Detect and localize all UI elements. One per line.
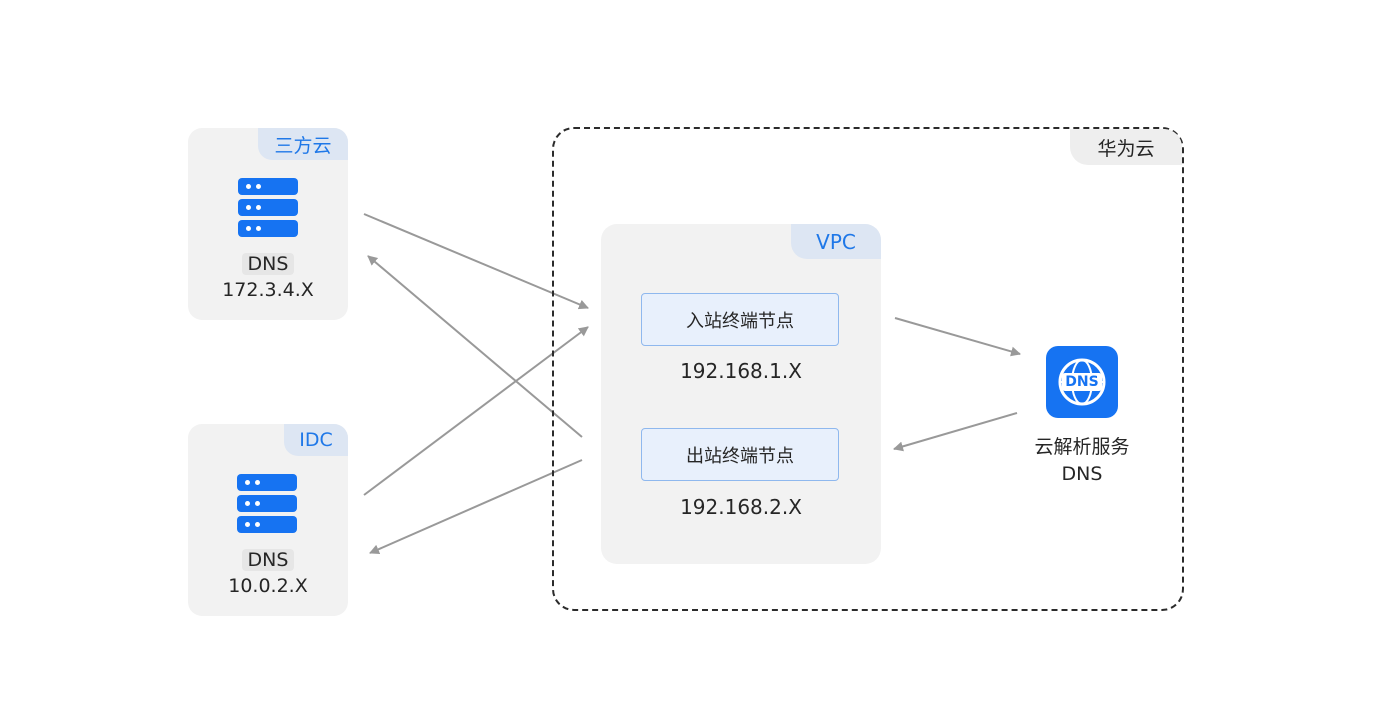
huawei-cloud-region: 华为云 — [552, 127, 1184, 611]
huawei-cloud-tag: 华为云 — [1070, 129, 1182, 165]
dns-icon-text: DNS — [1065, 374, 1099, 390]
idc-panel: IDC DNS 10.0.2.X — [188, 424, 348, 616]
inbound-endpoint-node[interactable]: 入站终端节点 — [641, 293, 839, 346]
cloud-dns-label: 云解析服务 — [1034, 436, 1130, 458]
arrow-clouddns-to-outbound — [893, 412, 1018, 452]
third-party-cloud-panel: 三方云 DNS 172.3.4.X — [188, 128, 348, 320]
arrow-thirdparty-to-inbound — [363, 213, 589, 310]
globe-svg — [1058, 358, 1106, 406]
arrow-idc-to-inbound — [363, 326, 589, 496]
third-party-cloud-tag: 三方云 — [258, 128, 348, 160]
outbound-endpoint-node[interactable]: 出站终端节点 — [641, 428, 839, 481]
inbound-endpoint-ip: 192.168.1.X — [680, 359, 802, 383]
dns-server-ip: 10.0.2.X — [228, 575, 308, 597]
globe-icon: DNS — [1046, 346, 1118, 418]
cloud-dns-sublabel: DNS — [1061, 463, 1103, 485]
server-icon — [237, 474, 297, 534]
arrow-outbound-to-thirdparty — [367, 255, 583, 438]
arrow-outbound-to-idc — [369, 459, 583, 554]
dns-server-ip: 172.3.4.X — [222, 279, 314, 301]
idc-tag: IDC — [284, 424, 348, 456]
arrow-inbound-to-clouddns — [894, 317, 1021, 357]
vpc-tag: VPC — [791, 224, 881, 259]
outbound-endpoint-ip: 192.168.2.X — [680, 495, 802, 519]
dns-server-title: DNS — [241, 549, 295, 571]
cloud-dns-service: DNS 云解析服务 DNS — [1022, 346, 1142, 496]
server-icon — [238, 178, 298, 238]
vpc-panel: VPC 入站终端节点 192.168.1.X 出站终端节点 192.168.2.… — [601, 224, 881, 564]
dns-server-title: DNS — [241, 253, 295, 275]
